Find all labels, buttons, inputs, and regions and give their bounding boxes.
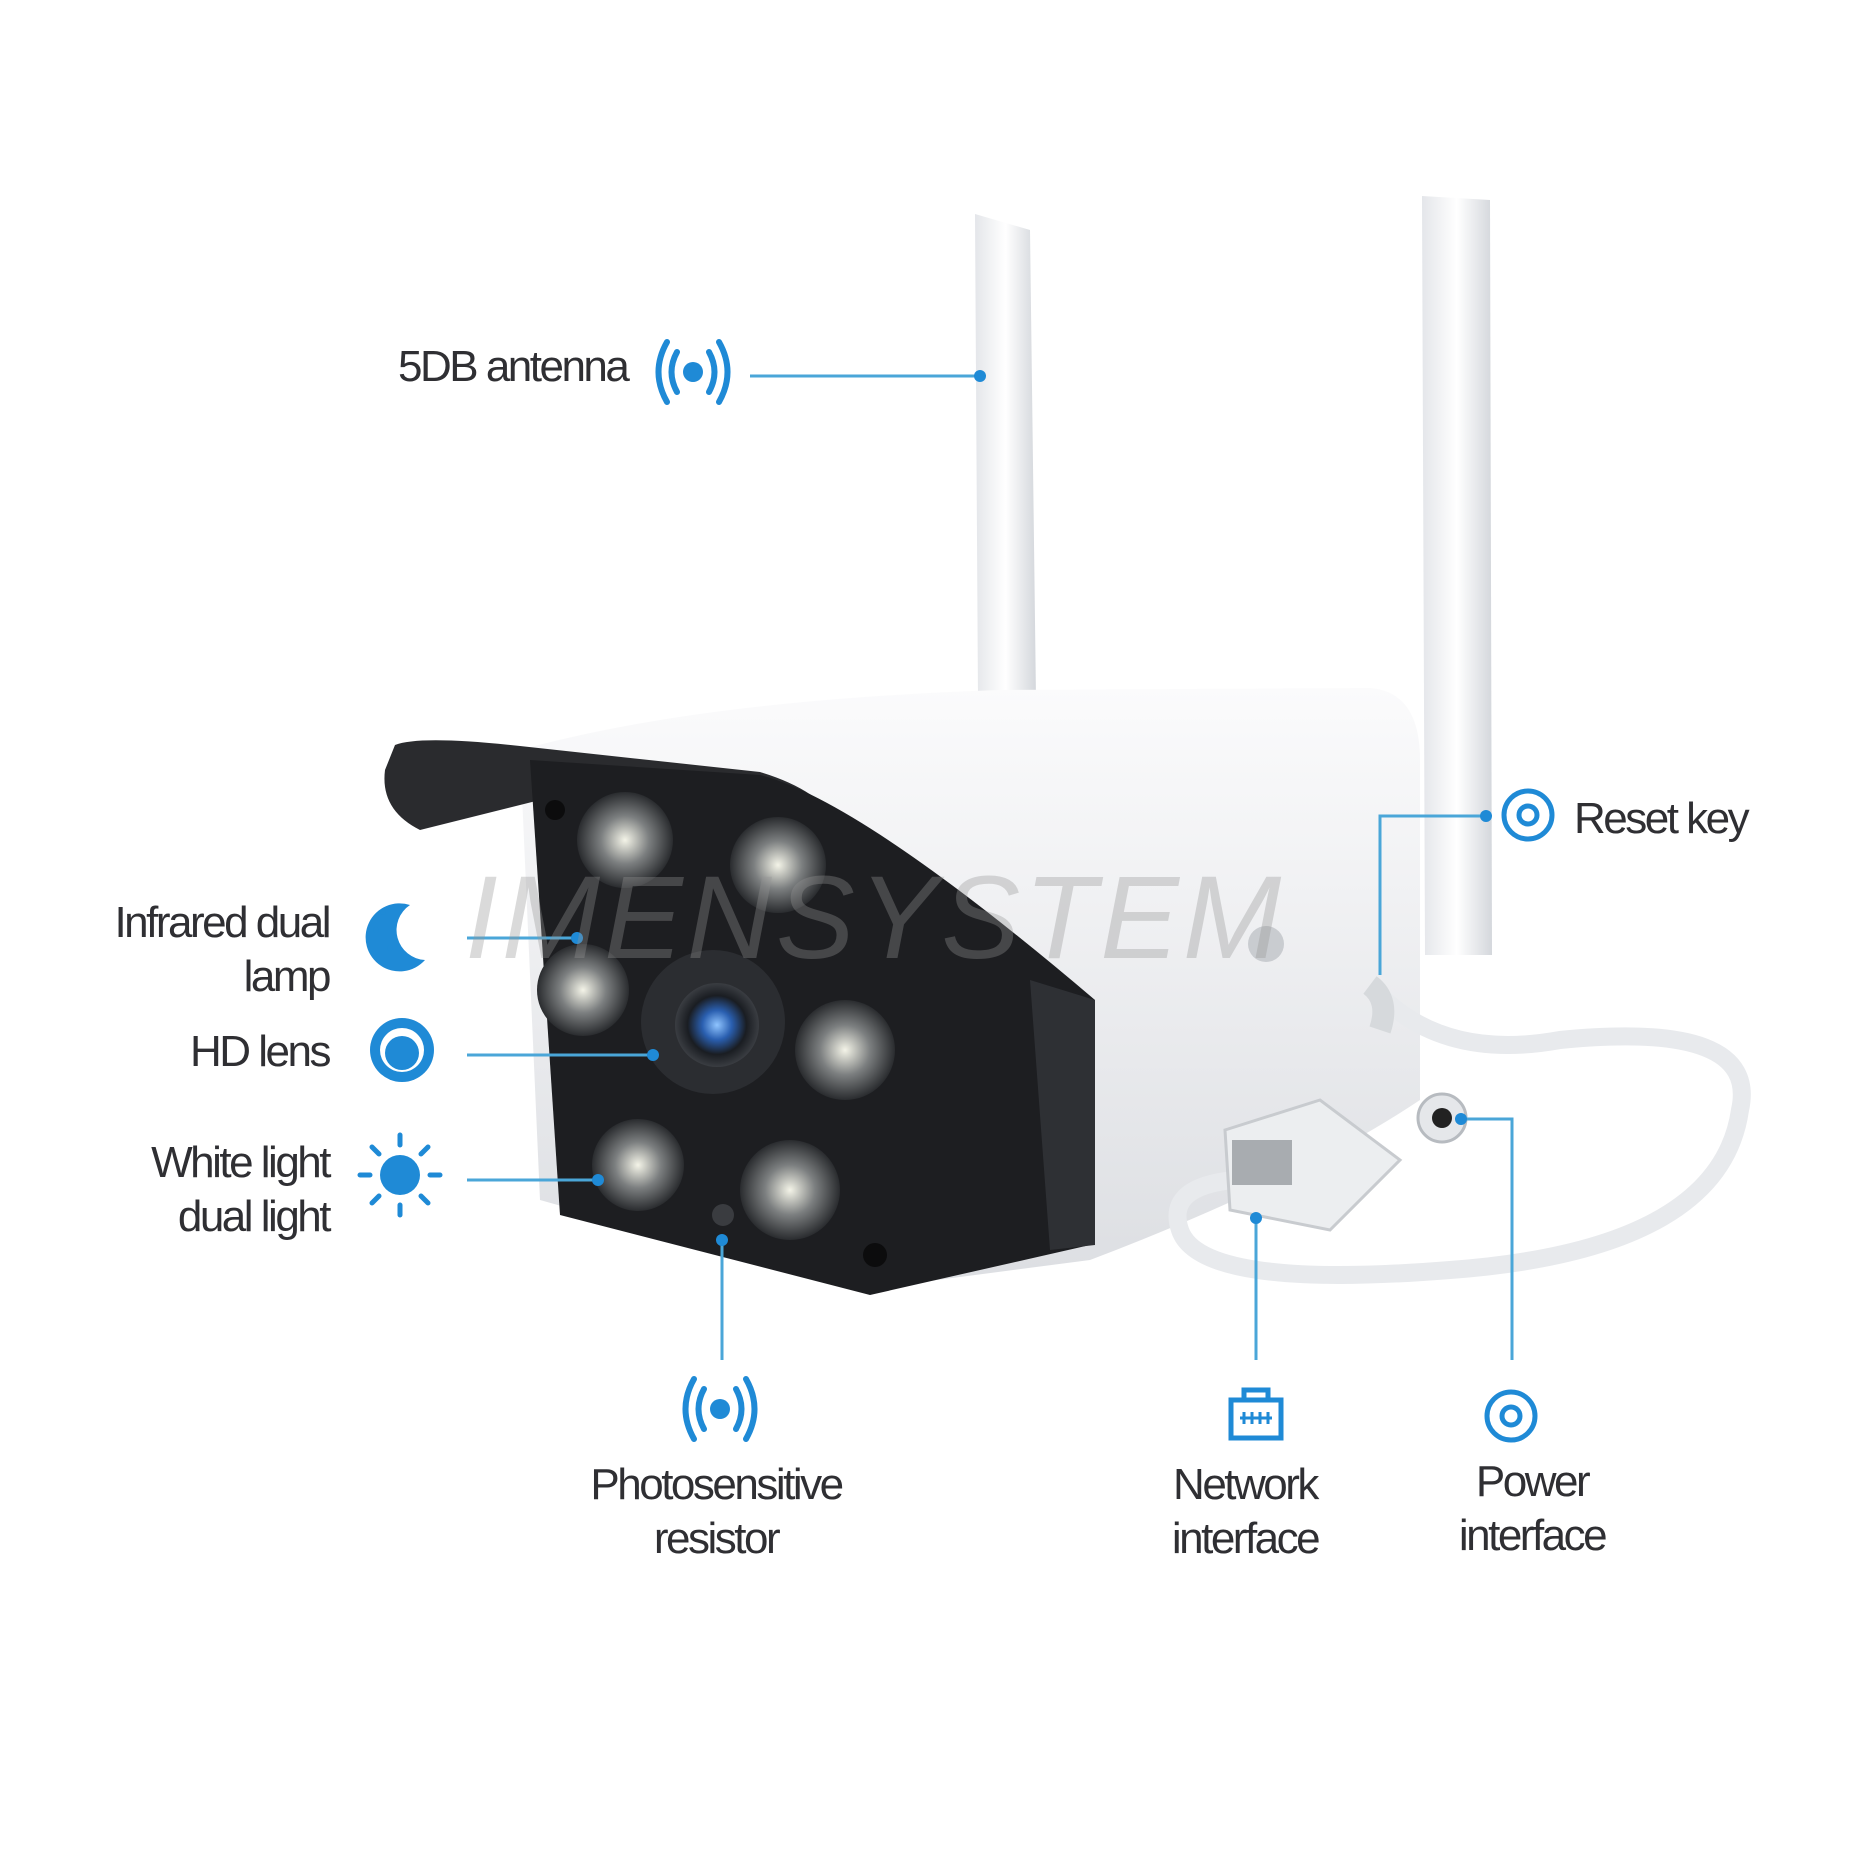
network-label: Network interface bbox=[1171, 1458, 1321, 1566]
power-label-line2: interface bbox=[1458, 1511, 1608, 1560]
moon-stars-icon bbox=[365, 903, 425, 972]
network-label-line2: interface bbox=[1171, 1514, 1321, 1563]
network-label-line1: Network bbox=[1173, 1460, 1319, 1509]
camera-lens bbox=[675, 983, 759, 1067]
photosensitive-label: Photosensitive resistor bbox=[590, 1458, 844, 1566]
infrared-label-line2: lamp bbox=[243, 952, 332, 1001]
photosensitive-label-line1: Photosensitive bbox=[590, 1460, 844, 1509]
white-light-label-line1: White light bbox=[151, 1138, 331, 1187]
photosensitive-label-line2: resistor bbox=[653, 1514, 781, 1563]
wireless-signal-icon bbox=[655, 339, 731, 405]
lens-circle-icon bbox=[370, 1018, 434, 1082]
sun-icon bbox=[357, 1132, 443, 1218]
cable bbox=[1168, 993, 1751, 1284]
target-circle-icon bbox=[1501, 788, 1555, 842]
target-circle-icon bbox=[1484, 1389, 1538, 1443]
antenna-right bbox=[1422, 196, 1492, 955]
power-label-line1: Power bbox=[1475, 1457, 1591, 1506]
hd-lens-label: HD lens bbox=[190, 1027, 332, 1076]
reset-key-label: Reset key bbox=[1574, 794, 1750, 843]
white-light-label-line2: dual light bbox=[177, 1192, 332, 1241]
wireless-signal-icon bbox=[682, 1376, 758, 1442]
infrared-label: Infrared dual lamp bbox=[114, 896, 332, 1004]
antenna-label: 5DB antenna bbox=[398, 342, 630, 391]
antenna-left bbox=[975, 214, 1036, 700]
white-light-label: White light dual light bbox=[151, 1136, 332, 1244]
power-label: Power interface bbox=[1458, 1455, 1608, 1563]
ethernet-port-icon bbox=[1228, 1387, 1284, 1441]
infrared-label-line1: Infrared dual bbox=[114, 898, 331, 947]
watermark: IMENSYSTEM bbox=[465, 852, 1286, 984]
led-array bbox=[537, 792, 895, 1267]
callout-lines bbox=[467, 374, 1514, 1360]
